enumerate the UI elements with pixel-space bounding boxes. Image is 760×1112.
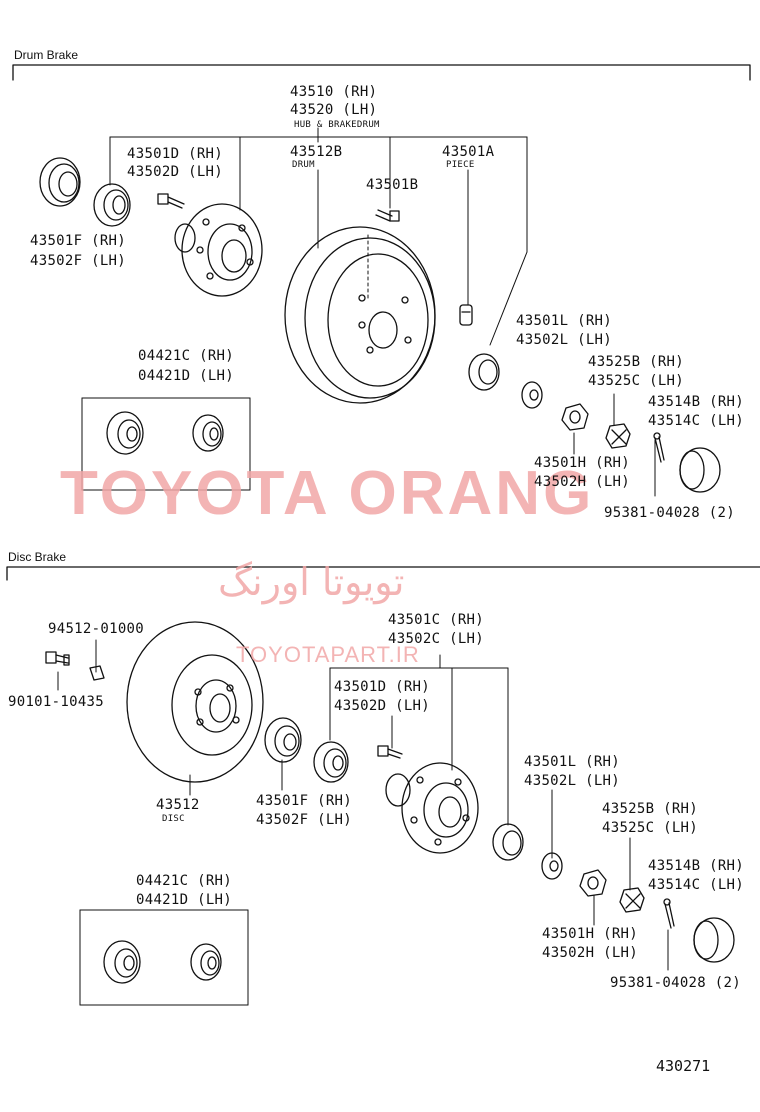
drum-seal-lh-label: 43502F (LH) (30, 253, 127, 269)
drum-hub-rh2-label: 43501D (RH) (127, 146, 224, 162)
drum-pin-label: 95381-04028 (2) (604, 505, 735, 521)
watermark-persian: تویوتا اورنگ (218, 560, 405, 604)
drum-oil-seal-icon (39, 157, 81, 207)
disc-hub-lh-label: 43502C (LH) (388, 631, 485, 647)
disc-bearing-lh-label: 04421D (LH) (136, 892, 233, 908)
disc-oil-seal-icon (264, 717, 302, 763)
drum-lock-cap-icon (605, 423, 631, 449)
disc-washer-icon (541, 852, 563, 880)
disc-cotter-pin-icon (663, 898, 675, 929)
drum-washer-icon (521, 381, 543, 409)
drum-hub-lh-label: 43520 (LH) (290, 102, 378, 118)
disc-leader-lines (57, 639, 669, 1006)
watermark-site: TOYOTAPART.IR (236, 642, 420, 667)
disc-outer-bearing-icon (492, 823, 524, 861)
drum-outer-lh-label: 43502L (LH) (516, 332, 613, 348)
drum-grease-cap-icon (679, 447, 721, 493)
drum-inner-bearing-icon (93, 183, 131, 227)
drum-outer-rh-label: 43501L (RH) (516, 313, 613, 329)
disc-number-label: 43512 (156, 797, 200, 813)
disc-nut-icon (579, 869, 607, 897)
drum-caption: DRUM (292, 160, 315, 170)
disc-seal-lh-label: 43502F (LH) (256, 812, 353, 828)
drum-piece-number-label: 43501A (442, 144, 495, 160)
drum-section-frame (12, 64, 751, 81)
drum-number-label: 43512B (290, 144, 343, 160)
drum-leader-lines (81, 127, 656, 497)
drum-hub-icon (174, 203, 263, 297)
disc-bolt-label: 90101-10435 (8, 694, 105, 710)
drum-hub-rh-label: 43510 (RH) (290, 84, 378, 100)
drum-nut-icon (561, 403, 589, 431)
disc-lock-lh-label: 43525C (LH) (602, 820, 699, 836)
drum-outer-bearing-icon (468, 353, 500, 391)
disc-clip-icon (89, 665, 105, 681)
drum-bearing-set-icon (106, 411, 224, 455)
disc-nut-lh-label: 43502H (LH) (542, 945, 639, 961)
drum-bolt-label: 43501B (366, 177, 419, 193)
disc-cap-lh-label: 43514C (LH) (648, 877, 745, 893)
section-title-disc-brake: Disc Brake (8, 550, 67, 564)
drum-seal-rh-label: 43501F (RH) (30, 233, 127, 249)
disc-bearing-rh-label: 04421C (RH) (136, 873, 233, 889)
drum-piece-icon (459, 304, 473, 326)
disc-hub-icon (385, 762, 479, 854)
drum-nut-lh-label: 43502H (LH) (534, 474, 631, 490)
disc-hub-rh2-label: 43501D (RH) (334, 679, 431, 695)
disc-section-frame (6, 566, 760, 581)
disc-hub-bolt-icon (377, 745, 403, 759)
drum-lock-lh-label: 43525C (LH) (588, 373, 685, 389)
drum-piece-caption: PIECE (446, 160, 475, 170)
disc-pin-label: 95381-04028 (2) (610, 975, 741, 991)
disc-lock-rh-label: 43525B (RH) (602, 801, 699, 817)
drum-cap-rh-label: 43514B (RH) (648, 394, 745, 410)
brake-drum-icon (284, 226, 436, 404)
disc-hub-rh-label: 43501C (RH) (388, 612, 485, 628)
disc-caption: DISC (162, 814, 185, 824)
disc-inner-bearing-icon (313, 741, 349, 783)
disc-screw-label: 94512-01000 (48, 621, 145, 637)
drum-cotter-pin-icon (653, 432, 665, 463)
disc-nut-rh-label: 43501H (RH) (542, 926, 639, 942)
drum-bearing-rh-label: 04421C (RH) (138, 348, 235, 364)
drum-hub-caption: HUB & BRAKEDRUM (294, 120, 380, 130)
disc-seal-rh-label: 43501F (RH) (256, 793, 353, 809)
section-title-drum-brake: Drum Brake (14, 48, 79, 62)
drum-nut-rh-label: 43501H (RH) (534, 455, 631, 471)
disc-outer-rh-label: 43501L (RH) (524, 754, 621, 770)
drum-cap-lh-label: 43514C (LH) (648, 413, 745, 429)
drum-lock-rh-label: 43525B (RH) (588, 354, 685, 370)
disc-hub-lh2-label: 43502D (LH) (334, 698, 431, 714)
disc-cap-rh-label: 43514B (RH) (648, 858, 745, 874)
drum-bolt-icon (375, 209, 400, 222)
brake-disc-icon (126, 621, 264, 783)
drum-bearing-lh-label: 04421D (LH) (138, 368, 235, 384)
drum-hub-lh2-label: 43502D (LH) (127, 164, 224, 180)
disc-bolt-icon (45, 651, 70, 666)
disc-grease-cap-icon (693, 917, 735, 963)
disc-outer-lh-label: 43502L (LH) (524, 773, 621, 789)
watermark-brand: TOYOTA ORANG (60, 459, 595, 528)
drum-hub-bolt-icon (157, 193, 185, 209)
disc-bearing-set-icon (103, 940, 222, 984)
disc-lock-cap-icon (619, 887, 645, 913)
figure-number: 430271 (656, 1057, 711, 1075)
